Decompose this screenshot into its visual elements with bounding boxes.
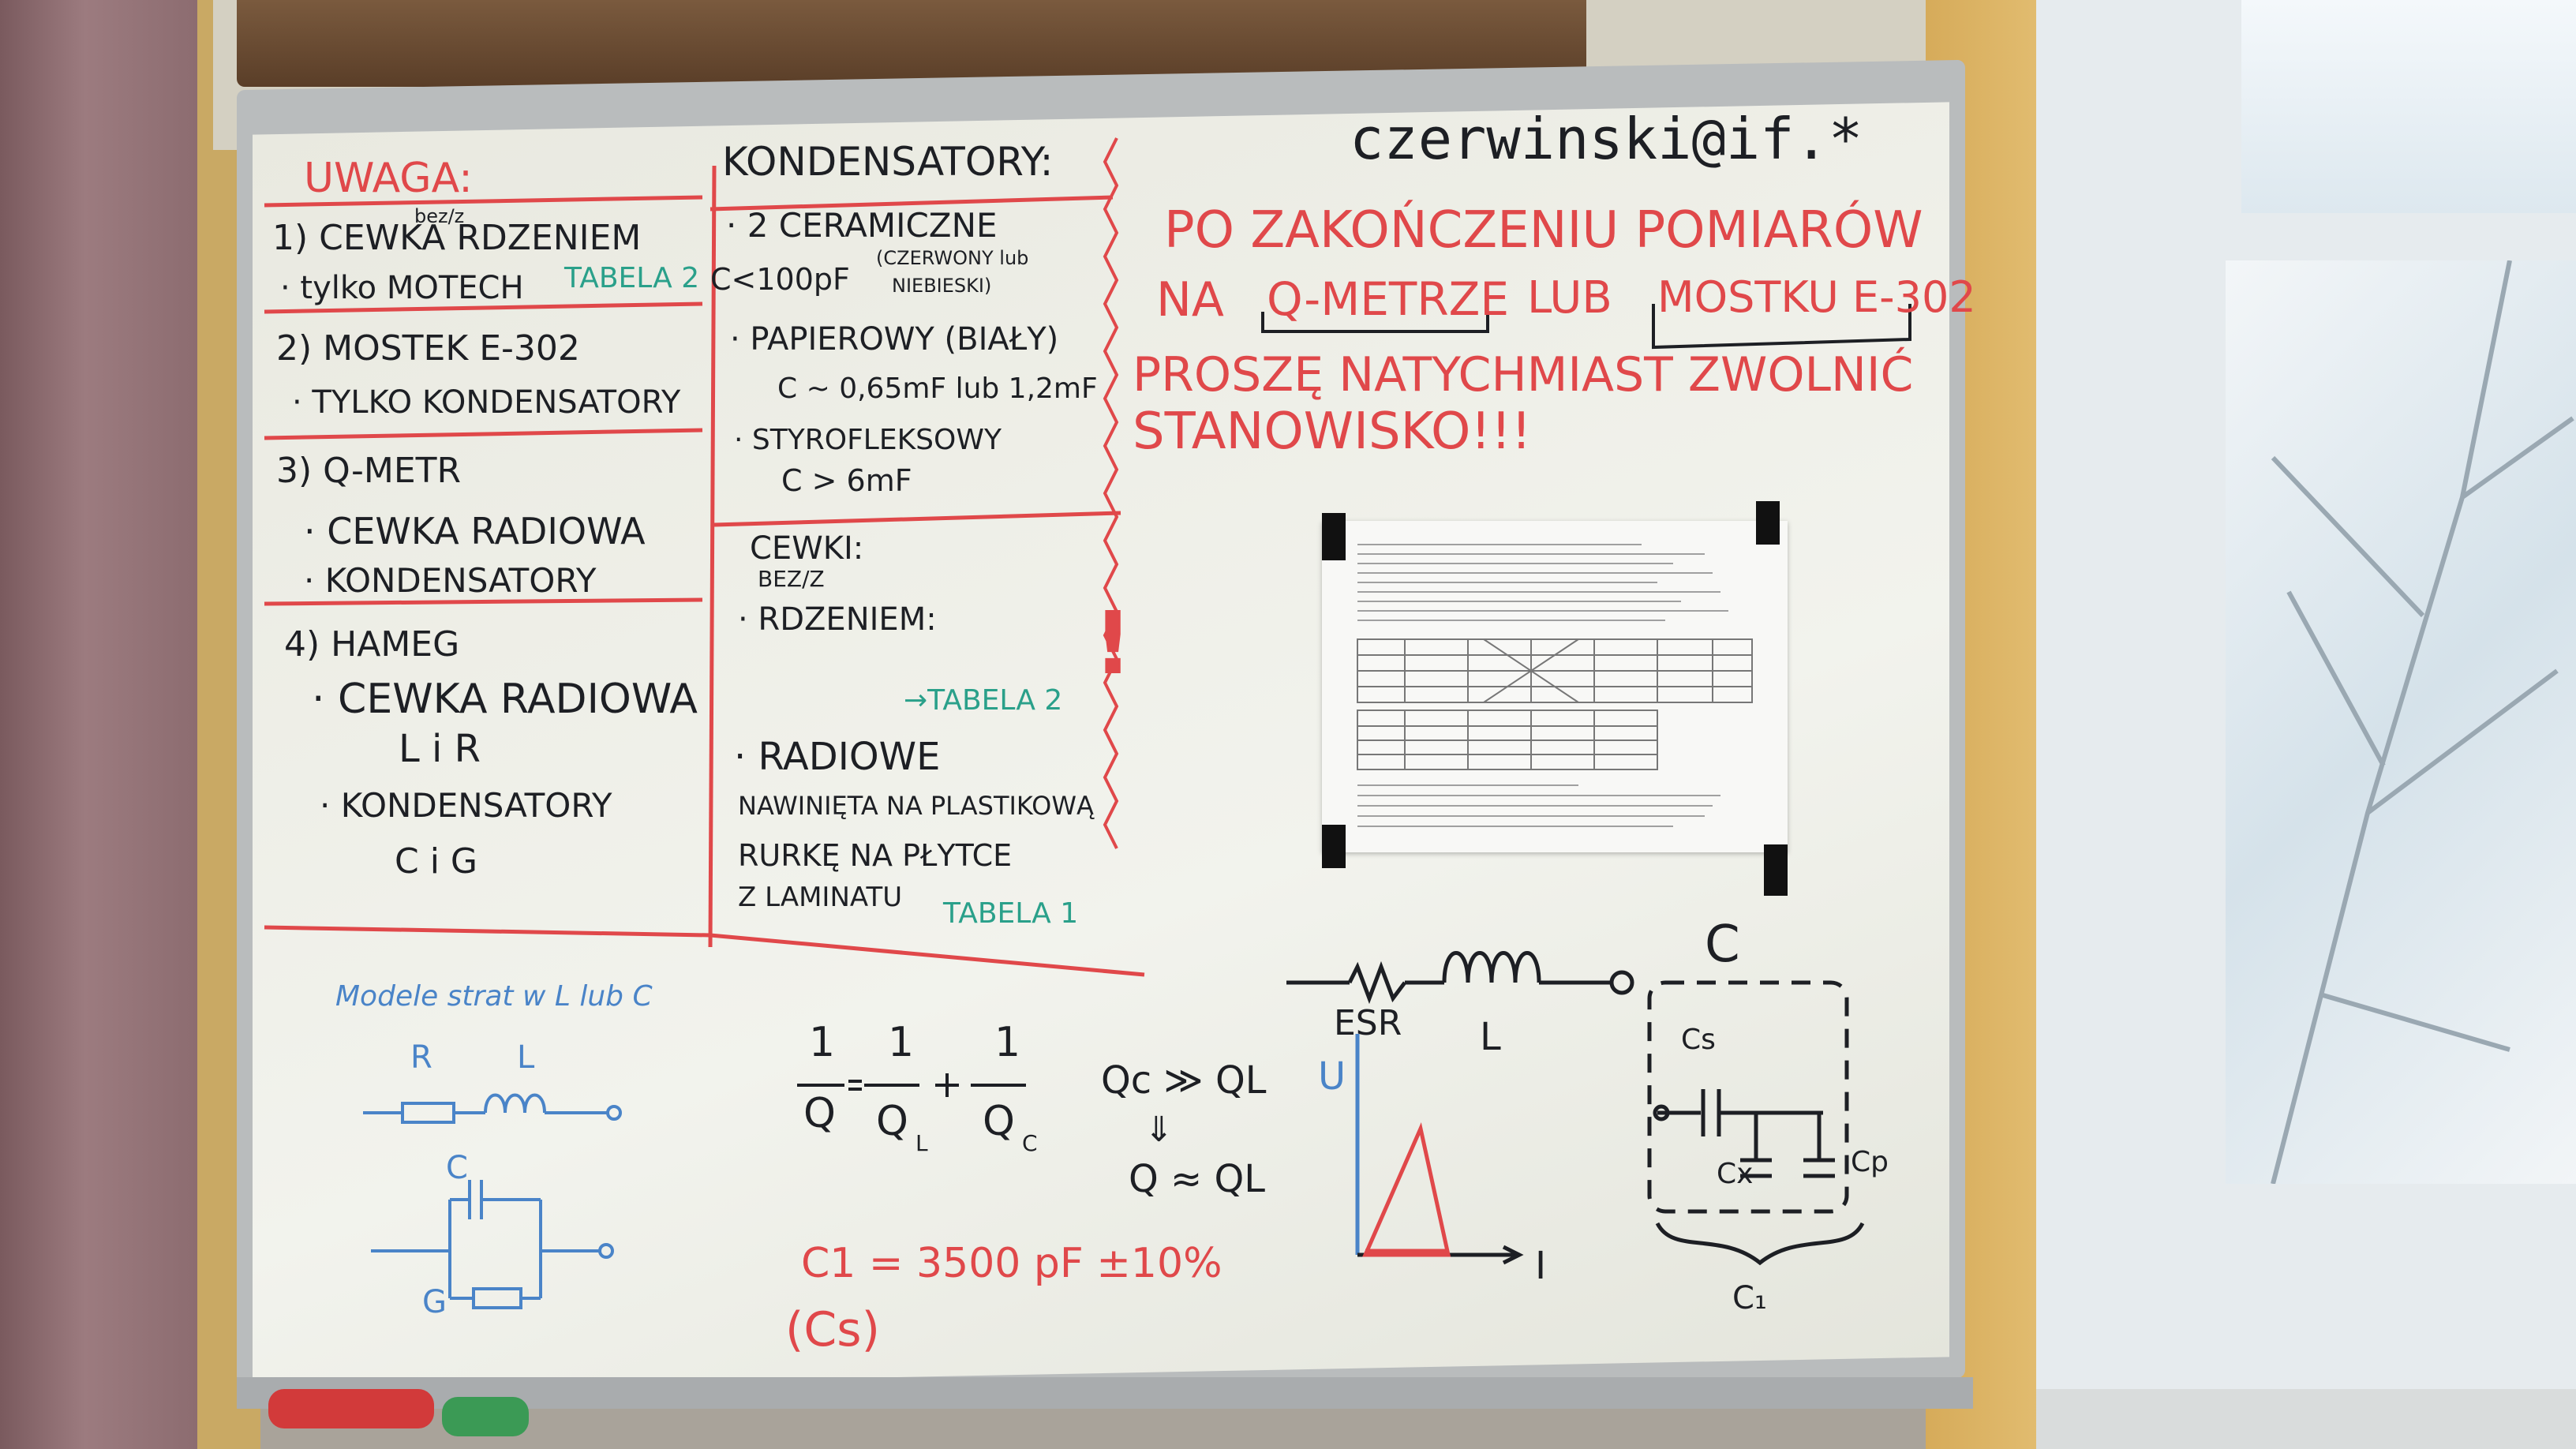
cx-label: Cx: [1717, 1158, 1754, 1190]
tree-branches: [2271, 260, 2574, 1184]
notice-line4: STANOWISKO!!!: [1133, 402, 1532, 461]
tape-bottom-right: [1764, 844, 1788, 896]
esr-label: ESR: [1334, 1003, 1402, 1043]
cs-label: Cs: [1681, 1024, 1716, 1056]
formula-one-b: 1: [888, 1019, 915, 1066]
c1b: C<100pF: [710, 262, 850, 297]
item3-text: 3) Q-METR: [276, 451, 462, 491]
capacitance-sub: (Cs): [785, 1302, 880, 1357]
radio-tag: TABELA 1: [943, 897, 1079, 930]
window-pane-main: [2226, 260, 2576, 1184]
capacitance-value: C1 = 3500 pF ±10%: [801, 1240, 1222, 1287]
notice-line2b: Q-METRZE: [1267, 272, 1509, 326]
loss-model-circuits: [363, 1093, 622, 1309]
tape-top-right: [1756, 501, 1780, 545]
radio-line3: Z LAMINATU: [738, 882, 903, 913]
model-r-label: R: [410, 1039, 432, 1076]
formula-ql-sub: L: [915, 1130, 928, 1156]
formula-qc-sub: C: [1022, 1130, 1038, 1156]
kondensatory-heading: KONDENSATORY:: [722, 139, 1054, 185]
c1-note2: NIEBIESKI): [892, 275, 992, 297]
condition-1: Qc ≫ QL: [1101, 1058, 1267, 1103]
item2-sub: · TYLKO KONDENSATORY: [292, 384, 681, 421]
item1-sub: · tylko MOTECH: [280, 270, 524, 306]
printed-table: [1357, 544, 1753, 827]
formula-ql: Q: [876, 1098, 908, 1145]
voltage-axis-label: U: [1318, 1054, 1346, 1099]
cp-label: Cp: [1851, 1146, 1889, 1178]
c2: · PAPIEROWY (BIAŁY): [730, 321, 1059, 358]
c3: · STYROFLEKSOWY: [734, 424, 1002, 456]
item2-text: 2) MOSTEK E-302: [276, 328, 580, 369]
window-pane-top: [2241, 0, 2576, 213]
tape-top-left: [1322, 513, 1346, 560]
item1-sup: bez/z: [414, 205, 465, 227]
coils-sub: · RDZENIEM:: [738, 601, 937, 638]
c3b: C > 6mF: [781, 463, 912, 498]
notice-line2a: NA: [1156, 272, 1224, 328]
email-address: czerwinski@if.*: [1350, 106, 1863, 172]
formula-one-c: 1: [994, 1019, 1021, 1066]
model-c-label: C: [446, 1150, 468, 1186]
formula-q: Q: [803, 1090, 836, 1137]
item3-sub1: · CEWKA RADIOWA: [304, 510, 646, 552]
condition-arrow: ⇓: [1144, 1110, 1174, 1150]
item3-sub2: · KONDENSATORY: [304, 561, 597, 600]
tape-bottom-left: [1322, 825, 1346, 868]
notice-line3: PROSZĘ NATYCHMIAST ZWOLNIĆ: [1133, 347, 1914, 402]
loss-models-title: Modele strat w L lub C: [335, 980, 653, 1013]
marker[interactable]: [442, 1397, 529, 1436]
formula-one-a: 1: [809, 1019, 836, 1066]
c1-label: C₁: [1732, 1280, 1767, 1316]
item4-sub2b: C i G: [395, 841, 478, 882]
radio-line1: NAWINIĘTA NA PLASTIKOWĄ: [738, 791, 1094, 821]
radio-heading: · RADIOWE: [734, 735, 941, 779]
notice-line2d: MOSTKU E-302: [1657, 272, 1976, 322]
item4-sub2: · KONDENSATORY: [320, 786, 612, 825]
radio-line2: RURKĘ NA PŁYTCE: [738, 838, 1013, 873]
item4-sub1b: L i R: [399, 727, 481, 771]
inductor-label: L: [1480, 1015, 1501, 1059]
c1-note1: (CZERWONY lub: [876, 247, 1029, 269]
coils-tag: →TABELA 2: [904, 684, 1063, 717]
window-sill: [2036, 1389, 2576, 1449]
capacitor-big-label: C: [1705, 915, 1740, 974]
notice-line2c: LUB: [1527, 272, 1612, 324]
item4-sub1: · CEWKA RADIOWA: [312, 676, 698, 723]
item1-tag: TABELA 2: [564, 262, 700, 294]
c1: · 2 CERAMICZNE: [726, 206, 998, 245]
exclaim-mark: !: [1093, 593, 1133, 694]
model-l-label: L: [517, 1039, 535, 1076]
marker[interactable]: [268, 1389, 434, 1428]
curtain: [0, 0, 213, 1449]
coils-heading: CEWKI:: [750, 530, 864, 567]
item4-text: 4) HAMEG: [284, 624, 460, 665]
notice-line1: PO ZAKOŃCZENIU POMIARÓW: [1164, 201, 1923, 260]
formula-qc: Q: [983, 1098, 1015, 1145]
item1-text: 1) CEWKA RDZENIEM: [272, 218, 642, 258]
quality-formula: [797, 1073, 1026, 1097]
coils-sup: BEZ/Z: [758, 566, 825, 592]
equivalent-circuit: [1286, 951, 1865, 1266]
condition-2: Q ≈ QL: [1129, 1157, 1266, 1201]
c2b: C ~ 0,65mF lub 1,2mF: [777, 373, 1098, 405]
uwaga-heading: UWAGA:: [304, 155, 473, 202]
current-axis-label: I: [1535, 1244, 1547, 1288]
model-g-label: G: [422, 1284, 447, 1320]
